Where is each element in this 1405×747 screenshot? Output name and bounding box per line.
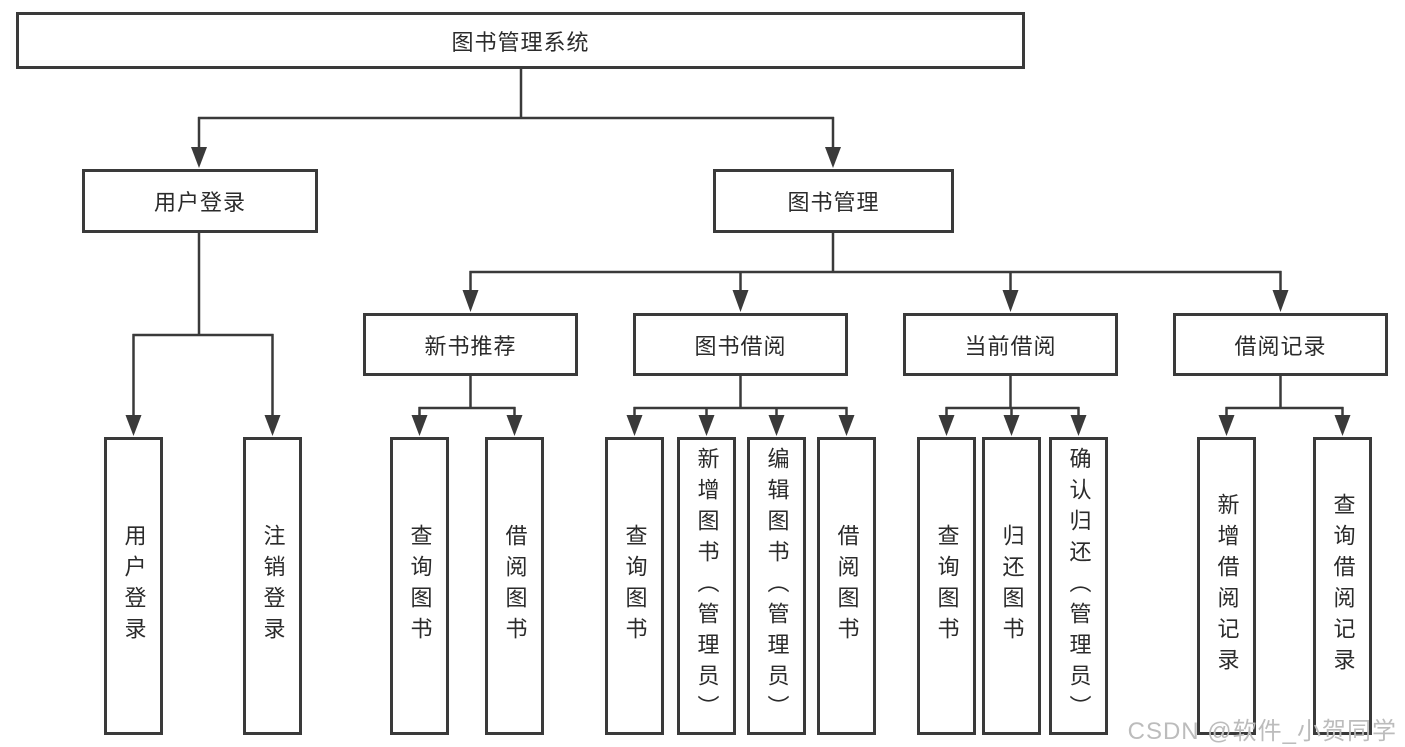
watermark: CSDN @软件_小贺同学 (1127, 718, 1397, 745)
leaf-query-books-2: 查询图书 (605, 437, 664, 735)
node-book-management: 图书管理 (713, 169, 954, 233)
leaf-add-books-admin: 新增图书（管理员） (677, 437, 736, 735)
leaf-query-books-3: 查询图书 (917, 437, 976, 735)
leaf-confirm-return-admin: 确认归还（管理员） (1049, 437, 1108, 735)
node-label: 用户登录 (121, 524, 147, 648)
node-label: 借阅图书 (834, 524, 860, 648)
node-new-book-recommend: 新书推荐 (363, 313, 578, 376)
node-label: 新增图书（管理员） (694, 446, 720, 726)
node-label: 查询图书 (407, 524, 433, 648)
node-label: 归还图书 (999, 524, 1025, 648)
node-label: 借阅图书 (502, 524, 528, 648)
node-library-management-system: 图书管理系统 (16, 12, 1025, 69)
leaf-logout: 注销登录 (243, 437, 302, 735)
node-label: 借阅记录 (1234, 333, 1327, 359)
node-label: 查询借阅记录 (1330, 493, 1356, 679)
node-book-borrow: 图书借阅 (633, 313, 848, 376)
node-label: 编辑图书（管理员） (764, 446, 790, 726)
node-label: 图书管理系统 (451, 29, 590, 55)
node-borrow-records: 借阅记录 (1173, 313, 1388, 376)
node-label: 图书借阅 (694, 333, 787, 359)
leaf-return-books: 归还图书 (982, 437, 1041, 735)
node-label: 确认归还（管理员） (1066, 446, 1092, 726)
leaf-borrow-books-1: 借阅图书 (485, 437, 544, 735)
node-current-borrow: 当前借阅 (903, 313, 1118, 376)
node-label: 注销登录 (260, 524, 286, 648)
leaf-query-borrow-record: 查询借阅记录 (1313, 437, 1372, 735)
node-label: 用户登录 (153, 190, 246, 215)
node-label: 查询图书 (934, 524, 960, 648)
node-label: 查询图书 (622, 524, 648, 648)
node-label: 新增借阅记录 (1214, 493, 1240, 679)
node-label: 图书管理 (787, 190, 880, 215)
leaf-edit-books-admin: 编辑图书（管理员） (747, 437, 806, 735)
node-user-login: 用户登录 (82, 169, 318, 233)
node-label: 新书推荐 (424, 333, 517, 359)
leaf-borrow-books-2: 借阅图书 (817, 437, 876, 735)
node-label: 当前借阅 (964, 333, 1057, 359)
leaf-query-books-1: 查询图书 (390, 437, 449, 735)
leaf-user-login: 用户登录 (104, 437, 163, 735)
leaf-add-borrow-record: 新增借阅记录 (1197, 437, 1256, 735)
